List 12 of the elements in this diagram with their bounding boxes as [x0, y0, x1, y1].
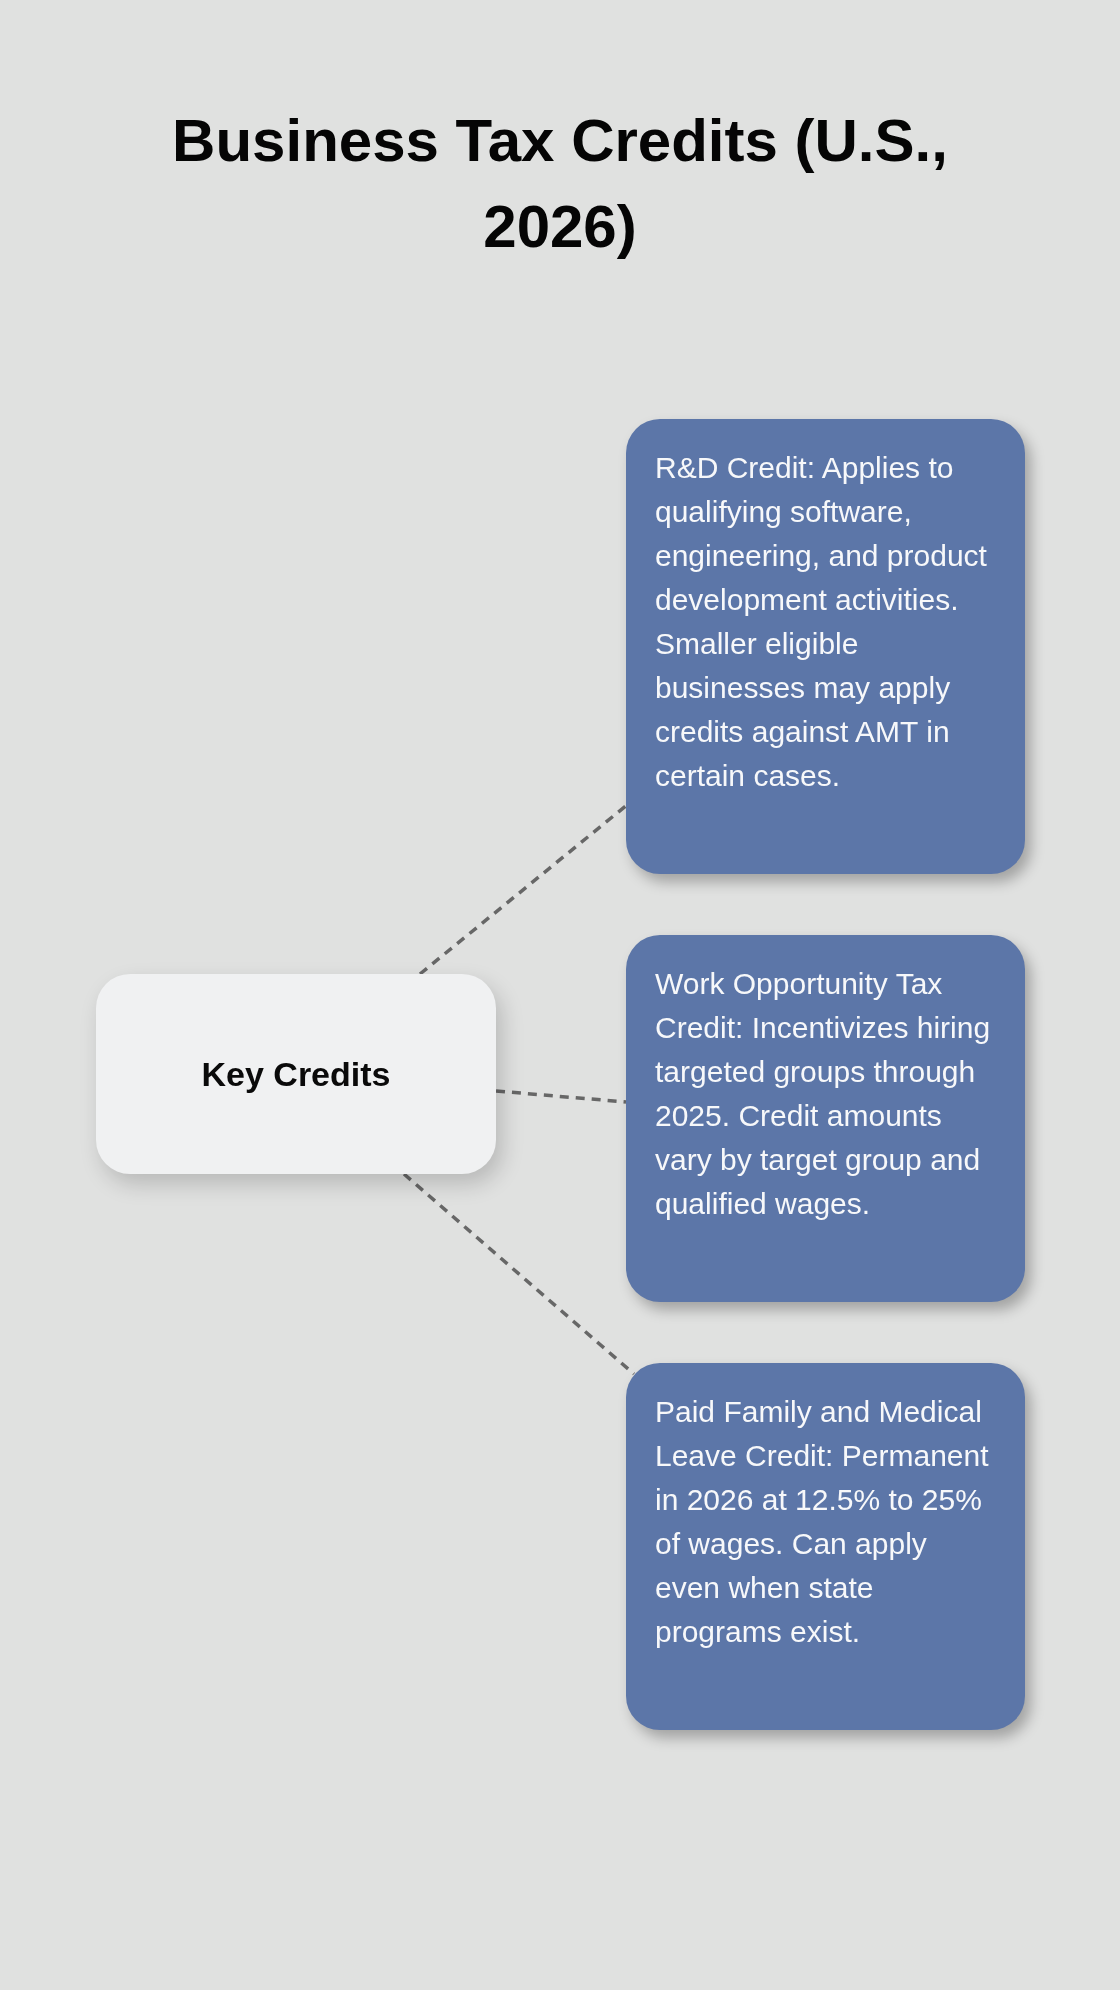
title: Business Tax Credits (U.S., 2026) [171, 106, 949, 262]
hub-box [96, 974, 496, 1174]
dashed-connector [402, 1172, 636, 1376]
info-card [626, 935, 1025, 1302]
card-text: R&D Credit: Applies to qualifying software, engineering, and product development activities. Smaller eligible businesses may apply credits against AMT in certain cases. [655, 450, 988, 794]
card-text: Paid Family and Medical Leave Credit: Permanent in 2026 at 12.5% to 25% of wages. Can apply even when state programs exist. [655, 1394, 990, 1650]
hub-text: Key Credits [201, 1054, 391, 1095]
dashed-connector [495, 1089, 627, 1104]
dashed-connector [418, 804, 628, 976]
card-text: Work Opportunity Tax Credit: Incentivizes hiring targeted groups through 2025. Credit amounts vary by target group and qualified wages. [655, 966, 992, 1222]
info-card [626, 419, 1025, 874]
info-card [626, 1363, 1025, 1730]
